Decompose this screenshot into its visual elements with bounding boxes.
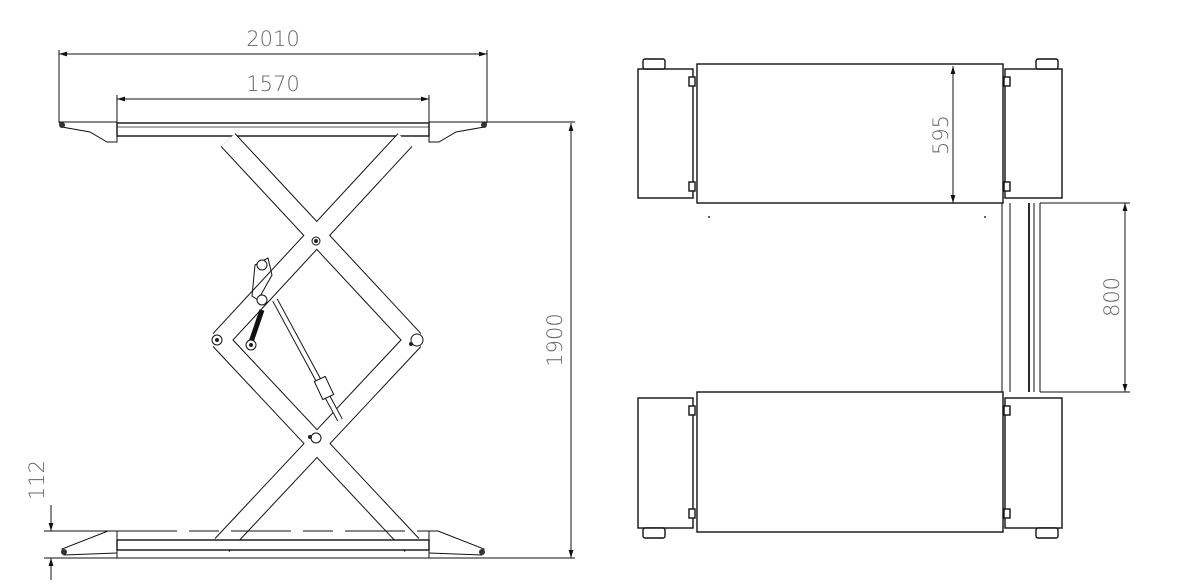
dim-label-1900: 1900: [543, 313, 567, 366]
top-platform: [58, 121, 575, 143]
dimension-1570: 1570: [116, 72, 430, 122]
platform-bottom: [637, 391, 1063, 539]
dim-label-2010: 2010: [246, 27, 299, 51]
dim-label-800: 800: [1100, 277, 1124, 317]
base-frame: [44, 530, 575, 559]
dimension-2010: 2010: [58, 27, 488, 122]
dim-label-1570: 1570: [246, 72, 299, 96]
center-frame: [708, 203, 1041, 392]
dim-label-112: 112: [25, 460, 49, 500]
dimension-1900: 1900: [543, 123, 574, 558]
dimension-595: 595: [929, 66, 956, 203]
platform-top: [637, 58, 1063, 204]
dimension-112: 112: [25, 460, 54, 580]
dimension-800: 800: [1040, 202, 1130, 393]
top-view: 595 800: [637, 58, 1130, 539]
scissor-mechanism: [211, 133, 424, 552]
dim-label-595: 595: [929, 115, 953, 155]
